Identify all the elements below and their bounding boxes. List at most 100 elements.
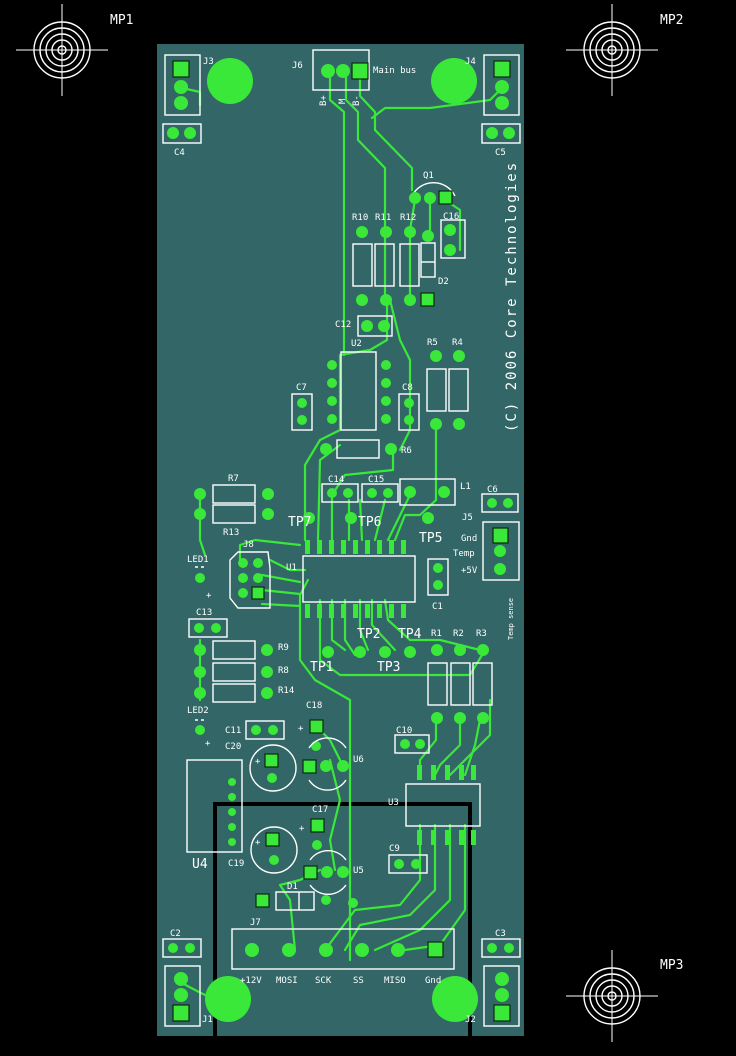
u5-label: U5 [353,866,364,876]
r8-pad-1 [194,666,206,678]
d2-label: D2 [438,277,449,287]
j2-pad-1 [495,972,509,986]
j2-outline [483,965,520,1027]
q1-pad-2 [424,192,436,204]
c3-outline [481,938,521,958]
c14-pad-2 [343,488,353,498]
r9-pad-2 [261,644,273,656]
main-bus-title: Main bus [373,66,416,76]
mp1-label: MP1 [110,13,133,28]
r7-pad-2 [262,488,274,500]
c18-pad-1 [309,719,324,734]
r1-pad-bottom [431,712,443,724]
c11-outline [245,720,285,740]
d2-pad-2 [420,292,435,307]
c19-pad-1 [265,832,280,847]
mount-hole-bottom-left [205,976,251,1022]
c16-pad-2 [444,244,456,256]
c7-outline [291,393,313,431]
main-bus-pin-bplus: B+ [319,95,329,106]
u2-pad-4 [327,414,337,424]
prog-pin-12v: +12V [240,976,262,986]
temp-pin-5v: +5V [461,566,478,576]
u4-pad-1 [228,778,236,786]
j1-pad-1 [174,972,188,986]
c15-pad-1 [367,488,377,498]
r3-label: R3 [476,629,487,639]
led2-label: LED2 [187,706,209,716]
tp7-pad [303,512,315,524]
tp5-pad [422,512,434,524]
c2-outline [162,938,202,958]
tp1-pad [322,646,334,658]
j4-pad-1 [493,60,511,78]
c3-label: C3 [495,929,506,939]
c10-pad-2 [415,739,425,749]
r5-label: R5 [427,338,438,348]
prog-pin-ss: SS [353,976,364,986]
c10-outline [394,734,430,754]
c11-pad-1 [251,725,261,735]
c9-label: C9 [389,844,400,854]
r8-label: R8 [278,666,289,676]
c7-pad-2 [297,415,307,425]
u2-pad-2 [327,378,337,388]
u4-pad-4 [228,823,236,831]
r12-pad-top [404,226,416,238]
u2-pad-6 [381,378,391,388]
temp-pin-gnd: Gnd [461,534,477,544]
programming-frame [213,802,472,1056]
c9-pad-1 [394,859,404,869]
r8-body [212,662,256,682]
c1-outline [427,558,449,596]
r14-body [212,683,256,703]
u1-body [302,555,416,603]
j7-outline [231,928,455,970]
c11-label: C11 [225,726,241,736]
c19-body [250,826,298,874]
u6-pad-1 [302,759,317,774]
l1-body [399,478,456,506]
tp3-pad [354,646,366,658]
j8-pad-5 [238,588,248,598]
r6-pad-2 [385,443,397,455]
c10-label: C10 [396,726,412,736]
j7-pad-1 [245,943,259,957]
r6-pad-1 [320,443,332,455]
j4-label: J4 [465,57,476,67]
c13-pad-1 [194,623,204,633]
j6-pad-1 [321,64,335,78]
r3-body [472,662,493,706]
q1-pad-1 [409,192,421,204]
c2-label: C2 [170,929,181,939]
u2-pad-7 [381,396,391,406]
q1-pad-3 [438,190,453,205]
copyright-text: (C) 2006 Core Technologies [504,161,520,432]
u5-pad-1 [303,865,318,880]
r1-label: R1 [431,629,442,639]
r10-label: R10 [352,213,368,223]
j3-pad-2 [174,80,188,94]
j1-outline [164,965,201,1027]
u3-body [405,783,481,827]
u5-outline [309,850,347,895]
r11-body [374,243,395,287]
r14-pad-2 [261,687,273,699]
r1-pad-top [431,644,443,656]
j8-pad-2 [253,558,263,568]
led2-plus: + [205,739,211,749]
j5-pad-1 [492,527,509,544]
c8-outline [398,393,420,431]
j7-pad-4 [355,943,369,957]
c16-label: C16 [443,212,459,222]
c4-outline [162,123,202,144]
c9-outline [388,854,428,874]
c13-label: C13 [196,608,212,618]
tp3-label: TP3 [377,660,400,675]
c20-label: C20 [225,742,241,752]
c5-pad-2 [503,127,515,139]
j3-label: J3 [203,57,214,67]
j4-pad-3 [495,96,509,110]
c10-pad-1 [400,739,410,749]
